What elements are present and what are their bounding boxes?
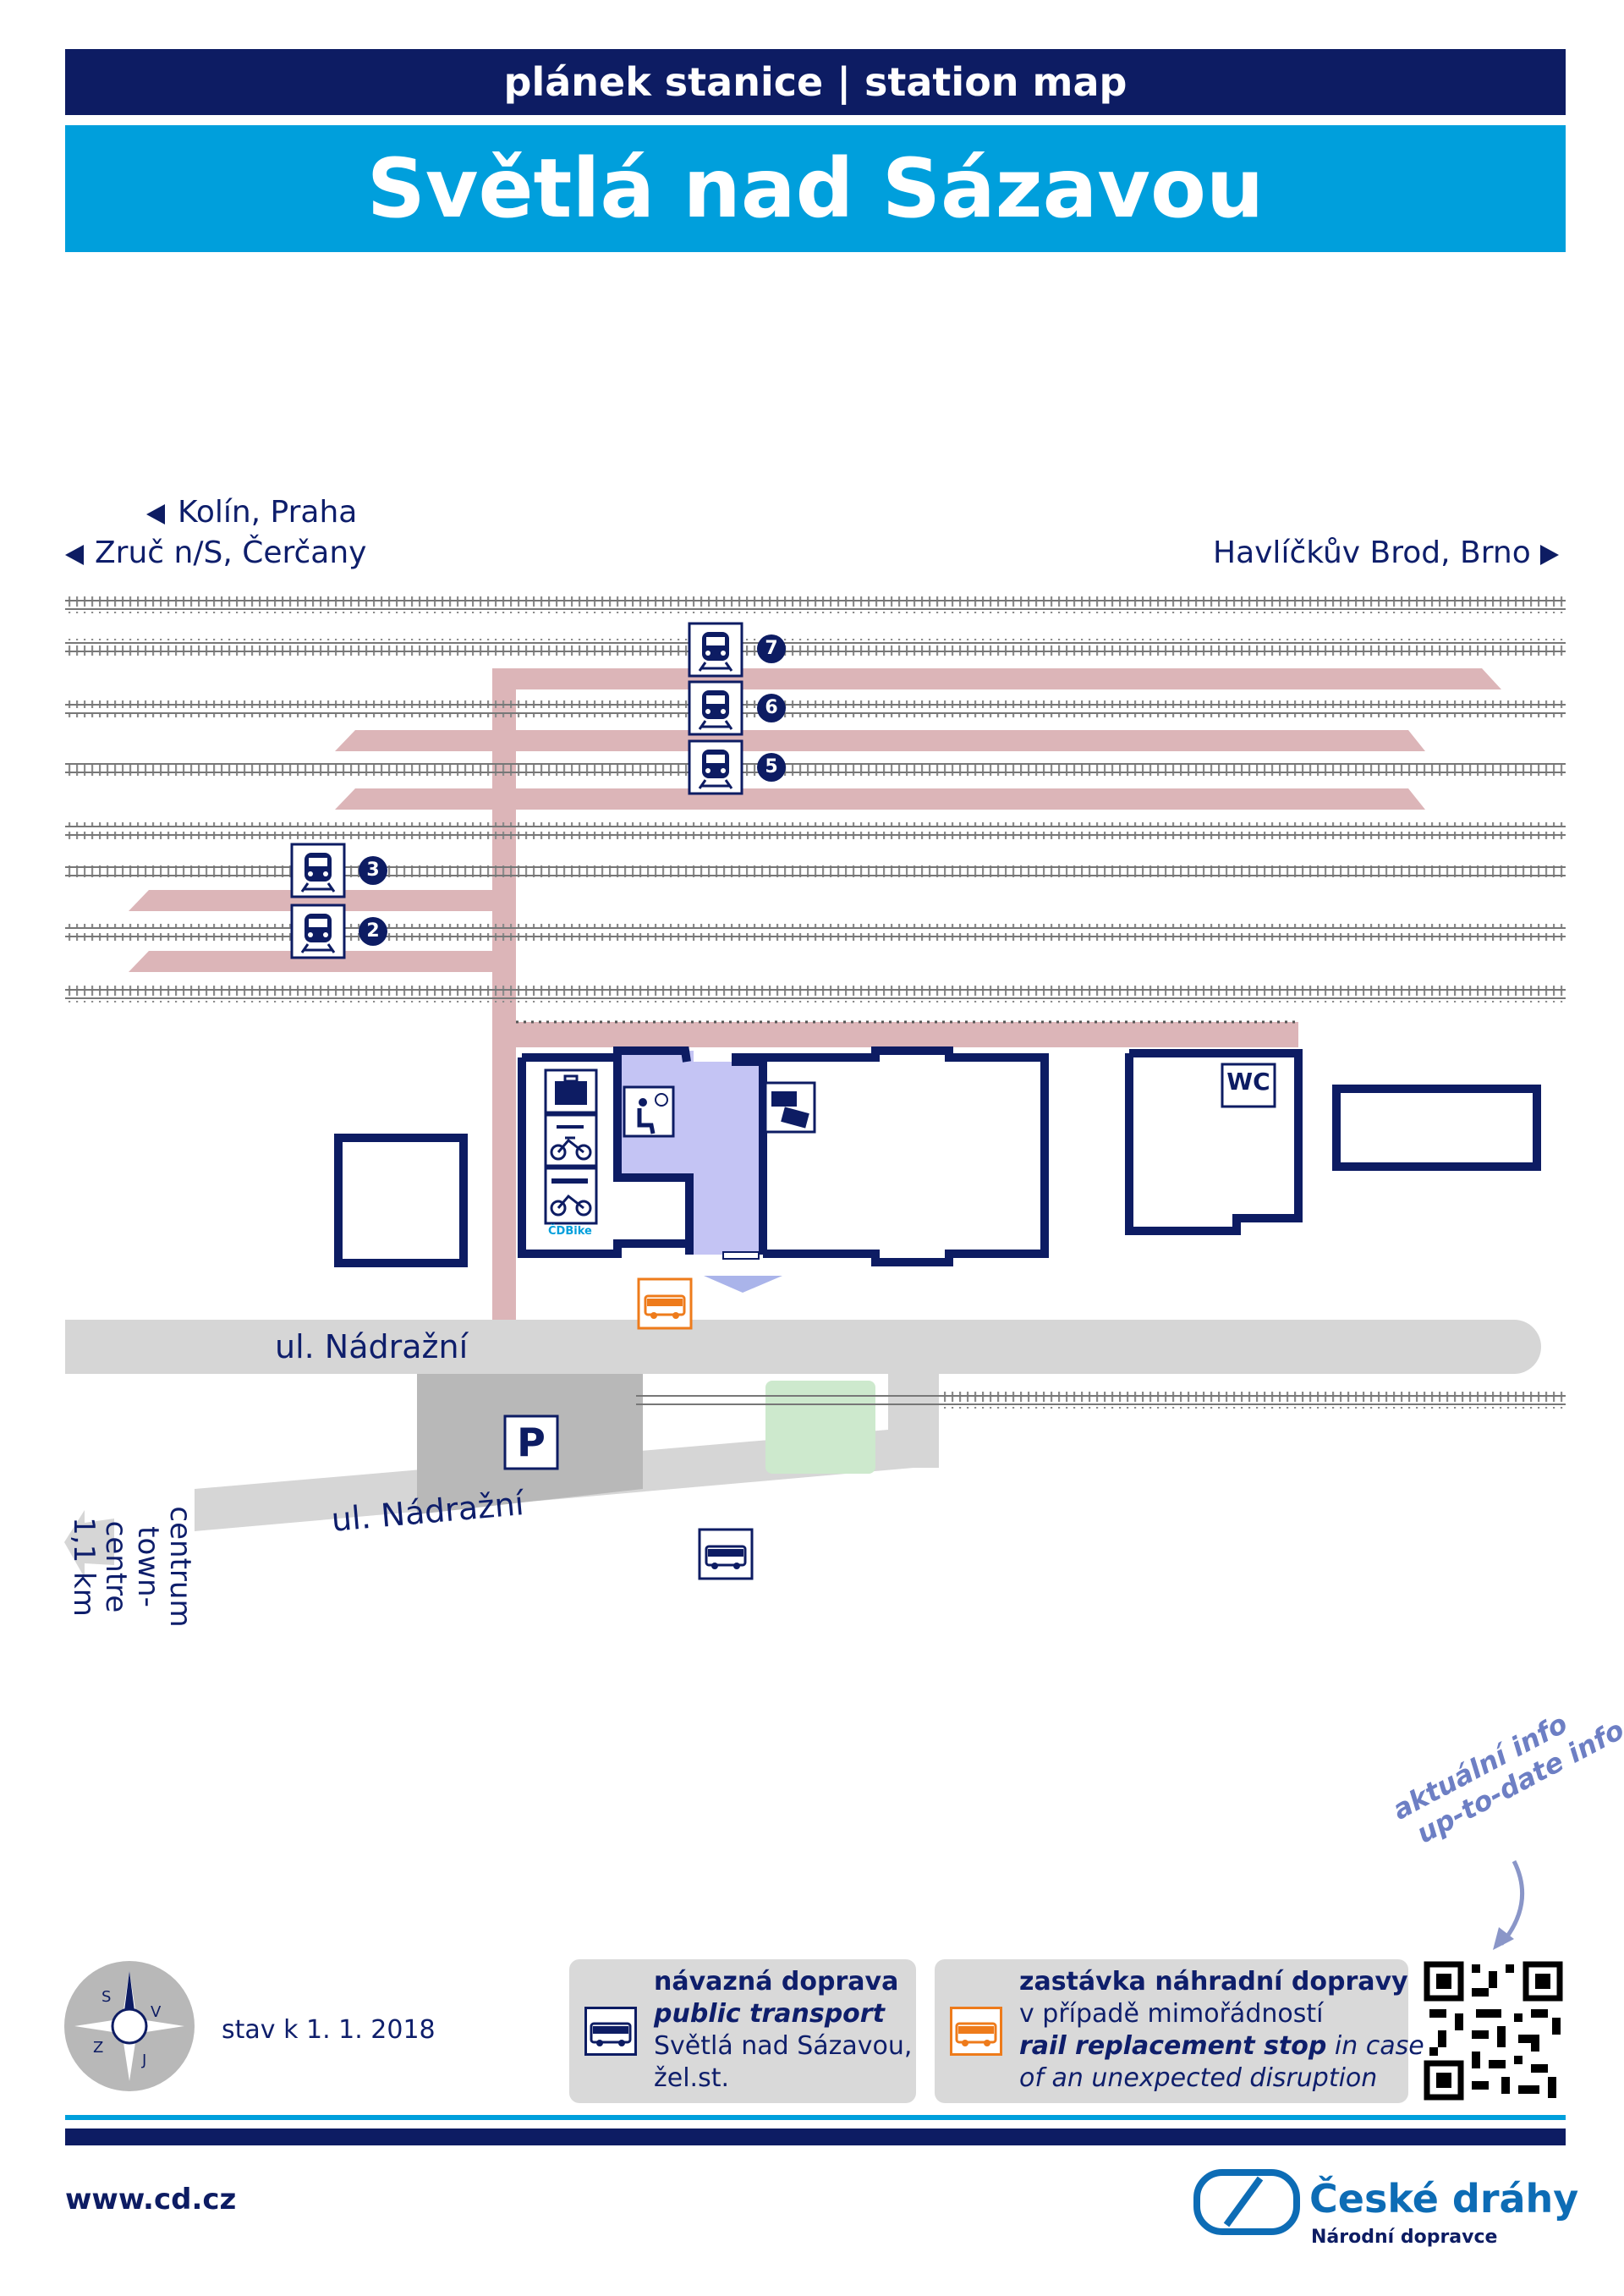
platform-7-6 (499, 668, 1501, 689)
bike-rent-icon (544, 1167, 598, 1225)
ticket-icon (764, 1081, 816, 1134)
street-label-1: ul. Nádražní (275, 1328, 469, 1365)
platform-2 (129, 951, 499, 972)
platform-5-4 (335, 788, 1425, 810)
train-icon-7 (688, 622, 743, 678)
destination-zruc-cercany: Zruč n/S, Čerčany (95, 536, 367, 570)
centre-line-3: 1,1 km (67, 1517, 101, 1617)
legend-pt-line1: Světlá nad Sázavou, (654, 2031, 913, 2061)
legend-replacement: zastávka náhradní dopravy v případě mimo… (935, 1959, 1424, 2103)
waiting-room-icon (623, 1085, 675, 1138)
legend-rep-line2-bold: rail replacement stop (1019, 2031, 1327, 2061)
arrow-right-icon (1540, 545, 1559, 565)
legend-rep-line1: v případě mimořádností (1019, 1999, 1324, 2029)
compass-letter-j: J (142, 2052, 147, 2069)
centre-line-2: town-centre (99, 1520, 165, 1613)
footer-rule-thick (65, 2128, 1566, 2145)
legend-public-transport: návazná doprava public transport Světlá … (569, 1959, 916, 2103)
track-number-3: 3 (359, 856, 387, 885)
compass-letter-s: S (102, 1988, 112, 2006)
platform-3-2 (129, 890, 499, 911)
station-title: Světlá nad Sázavou (65, 125, 1566, 252)
centre-line-1: centrum (163, 1506, 197, 1628)
legend-rep-title: zastávka náhradní dopravy (1019, 1967, 1408, 1997)
train-icon-5 (688, 739, 743, 795)
bike-key-icon (544, 1113, 598, 1167)
track-number-2: 2 (359, 917, 387, 946)
parking-label: P (517, 1420, 546, 1465)
legend-pt-title-en: public transport (654, 1999, 885, 2029)
legend-bus-icon (584, 2007, 637, 2056)
track-number-5: 5 (757, 753, 786, 782)
header-subtitle: plánek stanice | station map (65, 49, 1566, 115)
arrow-left-icon (146, 504, 165, 525)
legend-replacement-bus-icon (950, 2007, 1002, 2056)
station-platform (516, 1022, 1298, 1047)
track-number-7: 7 (757, 634, 786, 663)
bus-stop-icon (698, 1528, 754, 1580)
spur-track (636, 1392, 1566, 1409)
centre-label: centrum town-centre 1,1 km (67, 1486, 197, 1647)
road-nadrazni-2 (195, 1370, 939, 1531)
status-date: stav k 1. 1. 2018 (222, 2015, 436, 2045)
brand-subtitle: Národní dopravce (1311, 2227, 1498, 2248)
footer-rule-thin (65, 2115, 1566, 2120)
platform-6-5 (335, 730, 1425, 751)
wc-icon-box (1221, 1063, 1276, 1108)
track-number-6: 6 (757, 694, 786, 722)
wc-label: WC (1226, 1068, 1270, 1096)
luggage-icon (544, 1068, 598, 1114)
cd-logo-icon (1193, 2169, 1300, 2235)
station-building (334, 1046, 1541, 1267)
train-icon-2 (290, 904, 346, 959)
compass-letter-v: V (151, 2003, 162, 2021)
cd-bike-label: ČDBike (548, 1225, 592, 1238)
footer-url[interactable]: www.cd.cz (65, 2183, 237, 2216)
legend-rep-line2-rest: in case (1326, 2031, 1424, 2061)
tracks (65, 596, 1566, 1002)
legend-rep-line3: of an unexpected disruption (1019, 2063, 1378, 2093)
parking-icon (503, 1414, 559, 1470)
hall-fill (687, 1062, 763, 1255)
destination-havlickuv-brod-brno: Havlíčkův Brod, Brno (1213, 536, 1531, 570)
destination-kolin-praha: Kolín, Praha (178, 495, 358, 530)
qr-code (1424, 1961, 1563, 2101)
compass-letter-z: Z (93, 2039, 104, 2057)
legend-pt-title: návazná doprava (654, 1967, 899, 1997)
train-icon-6 (688, 680, 743, 736)
green-area (765, 1381, 875, 1474)
arrow-left-icon (65, 545, 84, 565)
train-icon-3 (290, 843, 346, 898)
replacement-bus-icon (637, 1277, 693, 1330)
brand-name: České dráhy (1309, 2176, 1579, 2222)
legend-pt-line2: žel.st. (654, 2063, 730, 2093)
road-nadrazni-1 (65, 1320, 1541, 1374)
compass-icon (64, 1961, 195, 2091)
entrance-arrow (704, 1276, 782, 1293)
